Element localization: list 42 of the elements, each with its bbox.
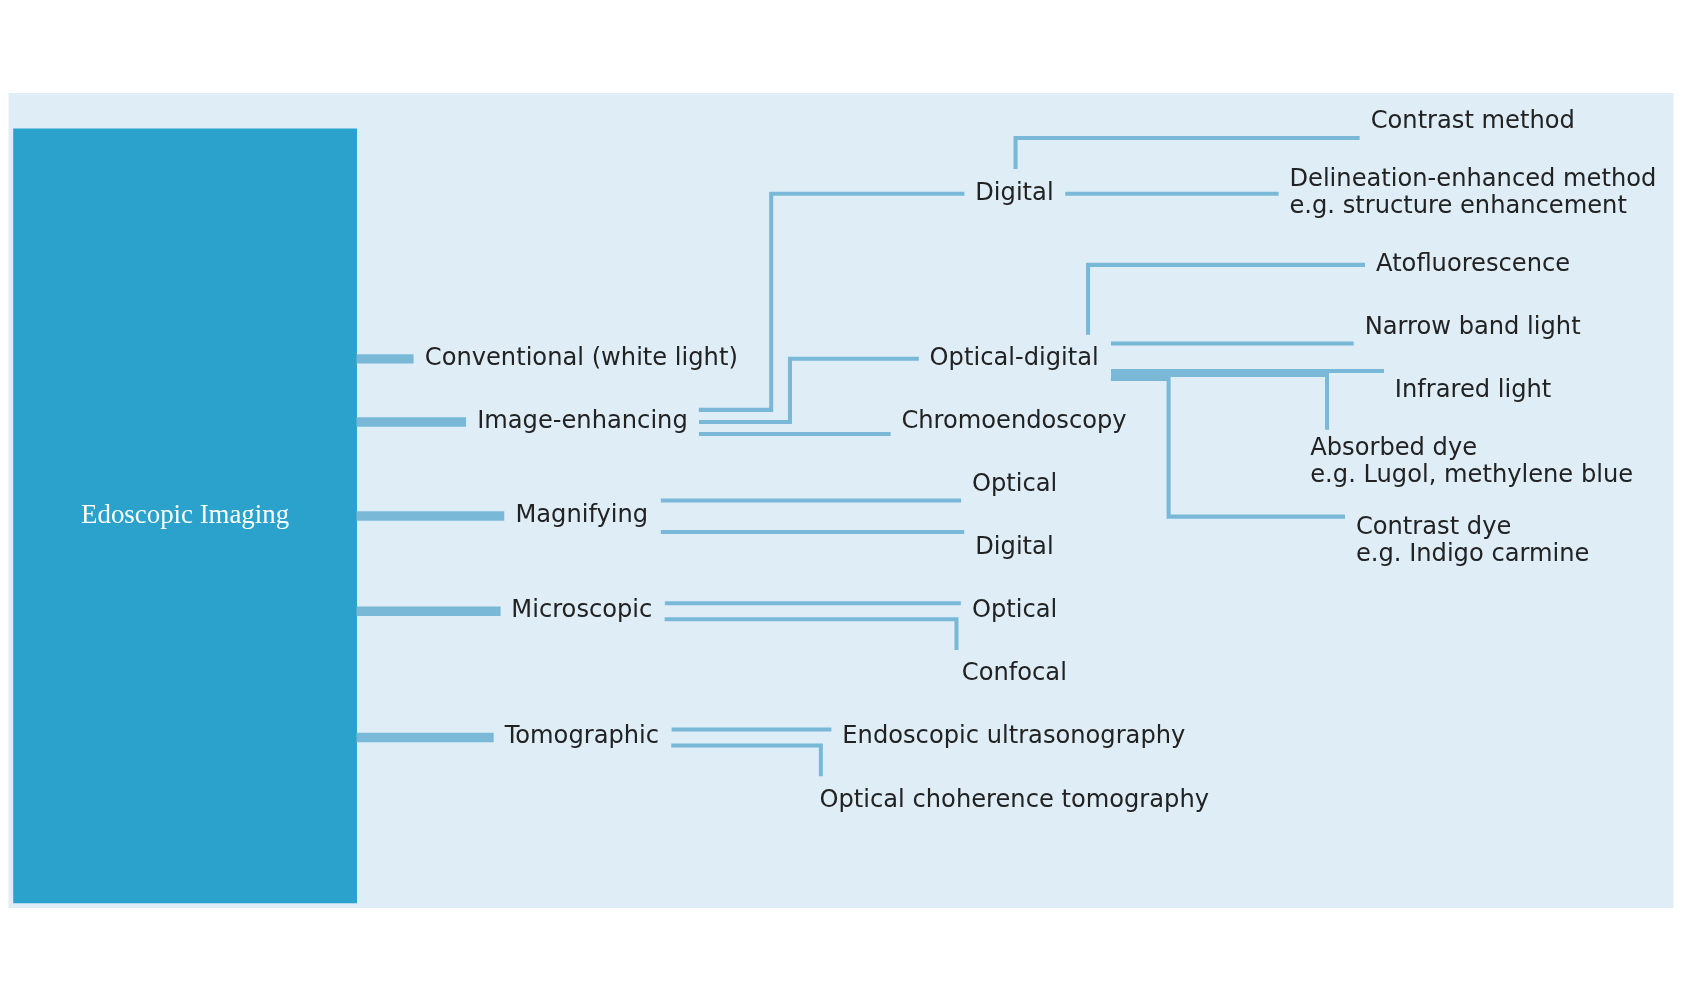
connector — [1111, 372, 1330, 430]
connector — [356, 353, 414, 364]
connector — [356, 732, 494, 742]
connector — [660, 498, 962, 502]
node-text: Atofluorescence — [1376, 248, 1571, 277]
node-text: Infrared light — [1394, 374, 1552, 403]
node-text: Magnifying — [515, 499, 649, 528]
connector — [671, 726, 832, 731]
node-text: Digital — [975, 177, 1054, 206]
node-text: Conventional (white light) — [424, 342, 738, 371]
connector — [1086, 262, 1366, 335]
node-text: Chromoendoscopy — [901, 405, 1127, 434]
node-text: Absorbed dye e.g. Lugol, methylene blue — [1310, 432, 1634, 488]
node-text: Endoscopic ultrasonography — [842, 720, 1186, 749]
connector — [1110, 376, 1345, 519]
connector — [699, 356, 919, 424]
node-text: Contrast dye e.g. Indigo carmine — [1355, 511, 1590, 567]
node-text: Image-enhancing — [477, 405, 688, 434]
node-text: Contrast method — [1370, 105, 1575, 134]
node-text: Optical choherence tomography — [819, 783, 1210, 812]
connector — [1013, 135, 1360, 169]
node-text: Delineation-enhanced method e.g. structure enhancement — [1289, 163, 1657, 219]
node-text: Tomographic — [504, 720, 660, 749]
node-text: Microscopic — [511, 594, 653, 623]
connector — [356, 510, 505, 521]
connector — [356, 606, 501, 616]
connector — [660, 529, 965, 534]
connector — [664, 616, 959, 650]
node-box: Edoscopic Imaging — [13, 128, 357, 903]
node-text: Confocal — [961, 657, 1067, 686]
connector — [356, 416, 467, 427]
node-text: Optical-digital — [929, 342, 1099, 371]
node-text: Optical — [971, 468, 1058, 497]
connector — [1111, 368, 1384, 373]
connector — [1065, 191, 1279, 196]
connector — [1111, 340, 1354, 345]
connector — [698, 191, 965, 412]
connector — [698, 431, 891, 436]
node-text: Digital — [975, 531, 1054, 560]
node-text: Optical — [971, 594, 1058, 623]
node-text: Narrow band light — [1364, 311, 1581, 340]
connector — [664, 600, 961, 605]
